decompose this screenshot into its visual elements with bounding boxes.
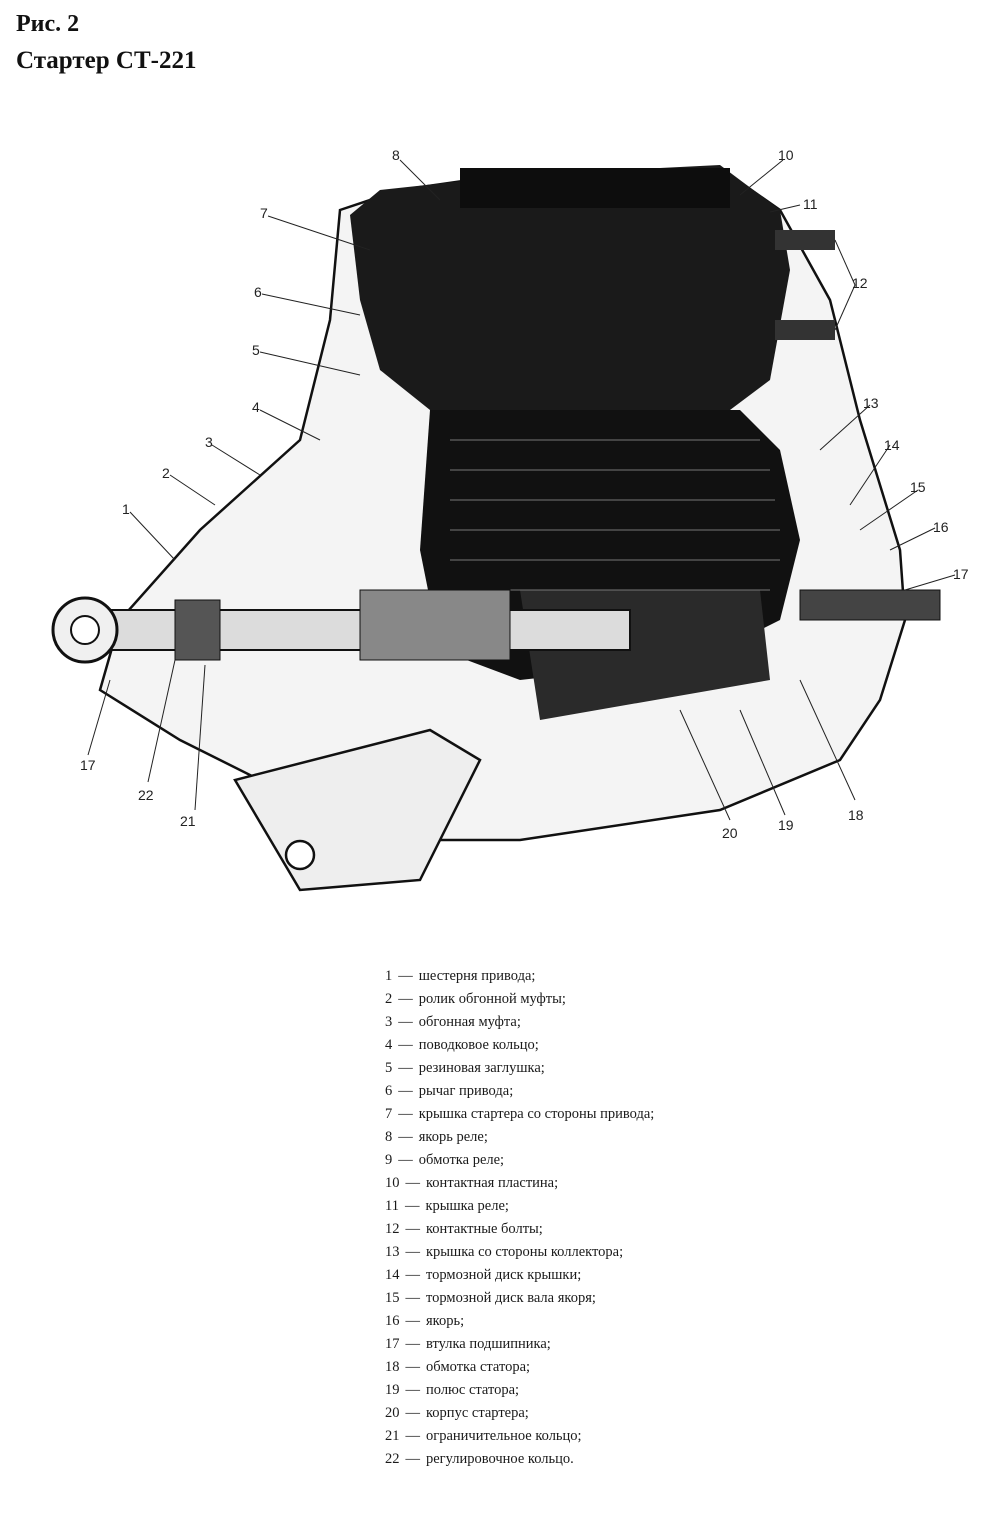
- callout-2: 2: [162, 465, 170, 481]
- callout-21: 21: [180, 813, 196, 829]
- legend-item: 12—контактные болты;: [385, 1221, 543, 1237]
- callout-leaders: [87, 159, 956, 821]
- legend-item: 19—полюс статора;: [385, 1382, 520, 1398]
- callout-6: 6: [254, 284, 262, 300]
- callout-12: 12: [852, 275, 868, 291]
- parts-legend: 1—шестерня привода; 2—ролик обгонной муф…: [385, 965, 654, 1471]
- legend-item: 10—контактная пластина;: [385, 1175, 559, 1191]
- legend-item: 16—якорь;: [385, 1313, 465, 1329]
- callout-18: 18: [848, 807, 864, 823]
- callout-17-left: 17: [80, 757, 96, 773]
- callout-22: 22: [138, 787, 154, 803]
- callout-7: 7: [260, 205, 268, 221]
- callout-19: 19: [778, 817, 794, 833]
- callout-16: 16: [933, 519, 949, 535]
- legend-item: 11—крышка реле;: [385, 1198, 509, 1214]
- legend-item: 2—ролик обгонной муфты;: [385, 991, 566, 1007]
- callout-17-right: 17: [953, 566, 969, 582]
- callout-4: 4: [252, 399, 260, 415]
- legend-item: 8—якорь реле;: [385, 1129, 488, 1145]
- legend-item: 18—обмотка статора;: [385, 1359, 531, 1375]
- callout-8: 8: [392, 147, 400, 163]
- solenoid-relay: [350, 165, 835, 420]
- legend-item: 9—обмотка реле;: [385, 1152, 505, 1168]
- callout-5: 5: [252, 342, 260, 358]
- legend-item: 22—регулировочное кольцо.: [385, 1451, 574, 1467]
- legend-item: 1—шестерня привода;: [385, 968, 536, 984]
- legend-item: 7—крышка стартера со стороны привода;: [385, 1106, 655, 1122]
- starter-cutaway-drawing: 1 2 3 4 5 6 7 8 10 11 12 13 14 15 16 17 …: [51, 147, 969, 892]
- drive-shaft: [51, 589, 941, 664]
- legend-item: 15—тормозной диск вала якоря;: [385, 1290, 596, 1306]
- callout-15: 15: [910, 479, 926, 495]
- legend-item: 6—рычаг привода;: [385, 1083, 514, 1099]
- figure-title: Стартер СТ-221: [16, 47, 197, 74]
- callout-11: 11: [803, 196, 818, 212]
- legend-item: 3—обгонная муфта;: [385, 1014, 521, 1030]
- callout-3: 3: [205, 434, 213, 450]
- callout-labels: 1 2 3 4 5 6 7 8 10 11 12 13 14 15 16 17 …: [80, 147, 969, 841]
- callout-20: 20: [722, 825, 738, 841]
- callout-14: 14: [884, 437, 900, 453]
- legend-item: 14—тормозной диск крышки;: [385, 1267, 582, 1283]
- callout-10: 10: [778, 147, 794, 163]
- legend-item: 17—втулка подшипника;: [385, 1336, 551, 1352]
- legend-item: 21—ограничительное кольцо;: [385, 1428, 582, 1444]
- figure-label: Рис. 2: [16, 11, 80, 37]
- legend-item: 5—резиновая заглушка;: [385, 1060, 545, 1076]
- legend-item: 20—корпус стартера;: [385, 1405, 529, 1421]
- legend-item: 13—крышка со стороны коллектора;: [385, 1244, 624, 1260]
- callout-1: 1: [122, 501, 130, 517]
- figure-header: Рис. 2 Стартер СТ-221: [16, 10, 196, 76]
- callout-13: 13: [863, 395, 879, 411]
- legend-item: 4—поводковое кольцо;: [385, 1037, 539, 1053]
